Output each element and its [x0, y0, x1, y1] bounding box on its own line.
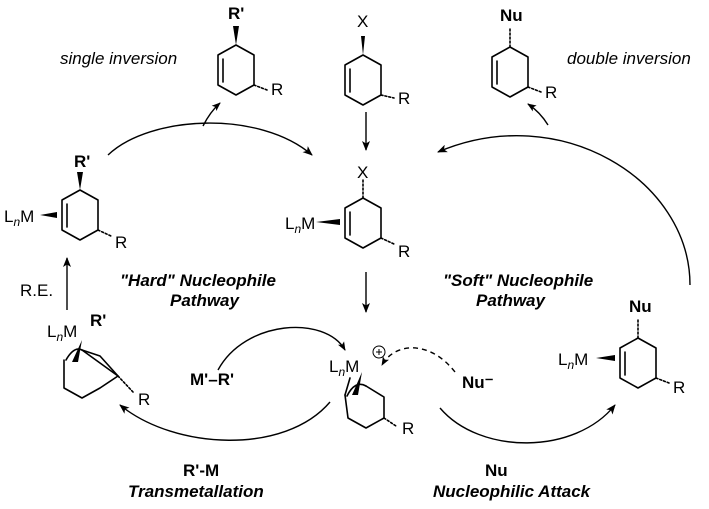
- transmetallation-reagent-label: R'-M: [183, 461, 219, 480]
- soft-pathway-complex: Nu R LnM: [558, 297, 685, 397]
- soft-complex-r-group: R: [673, 378, 685, 397]
- arrow-nucleophilic-attack: [439, 404, 616, 444]
- single-inversion-label: single inversion: [60, 49, 177, 68]
- arrow-to-soft-product: [527, 103, 549, 126]
- arrow-to-hard-product: [202, 102, 221, 127]
- arrow-hard-complex-to-product-arc: [107, 122, 313, 156]
- substrate-r-group: R: [398, 89, 410, 108]
- nucleophilic-attack-label: Nucleophilic Attack: [433, 482, 592, 501]
- pi-allyl-complex: LnM R: [329, 345, 414, 438]
- hard-allyl-metal-label: LnM: [47, 322, 77, 344]
- transmetallation-reagent-curved: M'–R': [190, 370, 234, 389]
- hard-product-r-prime: R': [228, 4, 244, 23]
- soft-complex-nu: Nu: [629, 297, 652, 316]
- nucleophile-reagent-label: Nu: [485, 461, 508, 480]
- hard-pathway-complex: R' R LnM: [4, 152, 127, 252]
- hard-pathway-label-line2: Pathway: [170, 291, 241, 310]
- hard-pathway-product: R' R: [217, 4, 283, 99]
- arrow-soft-complex-to-product-arc: [437, 135, 691, 286]
- cationic-charge-circle: [372, 345, 386, 359]
- hard-pathway-allyl-complex: LnM R' R: [47, 311, 150, 409]
- substrate-molecule: X R: [344, 12, 410, 108]
- double-inversion-label: double inversion: [567, 49, 691, 68]
- complex-leaving-group: X: [357, 163, 368, 182]
- transmetallation-label: Transmetallation: [128, 482, 264, 501]
- pi-allyl-r-group: R: [402, 419, 414, 438]
- soft-complex-metal-label: LnM: [558, 350, 588, 372]
- incoming-nucleophile: Nu⁻: [462, 373, 494, 392]
- hard-complex-r-prime: R': [74, 152, 90, 171]
- soft-pathway-label-line1: "Soft" Nucleophile: [443, 271, 593, 290]
- complex-r-group: R: [398, 242, 410, 261]
- arrow-nucleophile-dashed: [381, 347, 456, 373]
- pi-allyl-metal-label: LnM: [329, 357, 359, 379]
- hard-pathway-label-line1: "Hard" Nucleophile: [120, 271, 276, 290]
- soft-pathway-label-line2: Pathway: [476, 291, 547, 310]
- hard-complex-r-group: R: [115, 233, 127, 252]
- soft-pathway-product: Nu R: [491, 6, 557, 102]
- arrow-reagent-curved: [217, 326, 346, 371]
- reductive-elimination-label: R.E.: [20, 281, 53, 300]
- hard-allyl-r-prime: R': [90, 311, 106, 330]
- hard-allyl-r-group: R: [138, 390, 150, 409]
- substrate-leaving-group: X: [357, 12, 368, 31]
- arrow-transmetallation: [119, 401, 331, 441]
- soft-product-nu: Nu: [500, 6, 523, 25]
- hard-complex-metal-label: LnM: [4, 207, 34, 229]
- soft-product-r-group: R: [545, 83, 557, 102]
- complex-metal-label: LnM: [285, 214, 315, 236]
- hard-product-r-group: R: [271, 80, 283, 99]
- initial-metal-complex: X R LnM: [285, 163, 410, 261]
